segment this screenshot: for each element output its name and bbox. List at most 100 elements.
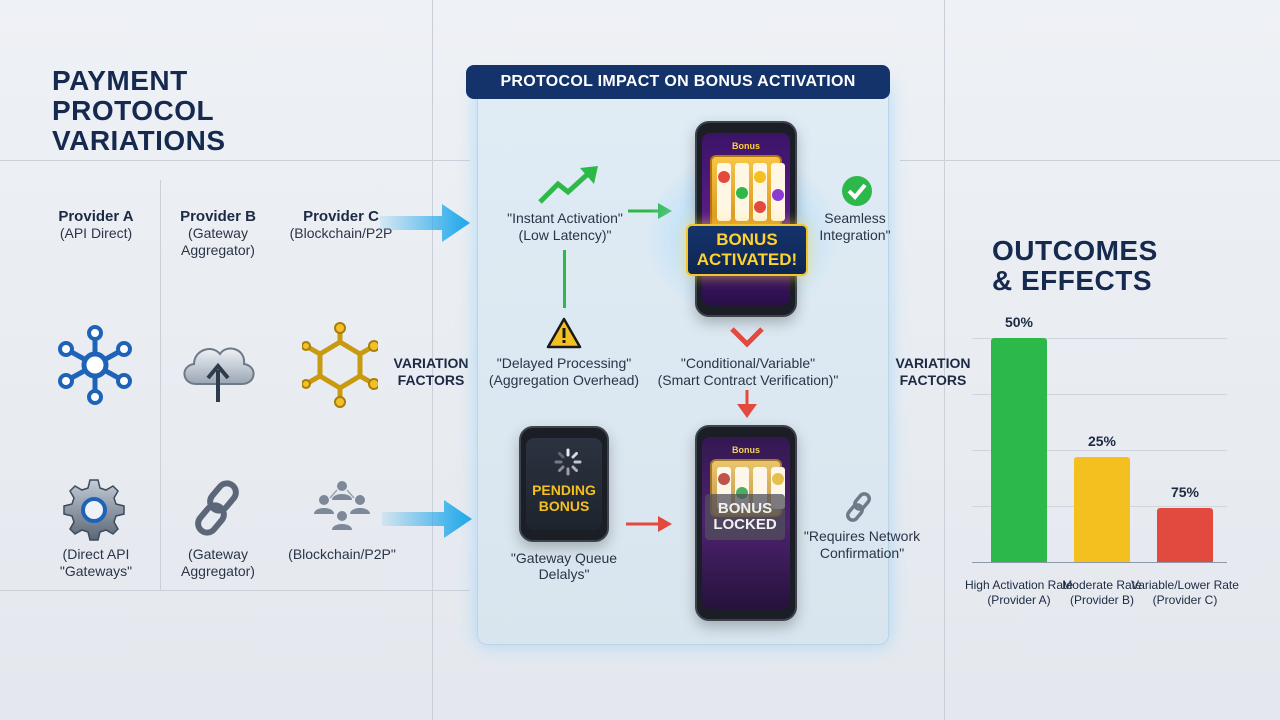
- provider-a-bottom-line-1: (Direct API: [62, 546, 130, 562]
- grid-vertical-right: [944, 0, 945, 720]
- phone-screen-activated: Bonus: [702, 133, 790, 305]
- chart-category-line: Variable/Lower Rate: [1131, 578, 1239, 592]
- bonus-activated-badge: BONUS ACTIVATED!: [686, 224, 808, 276]
- chain-link-icon: [195, 480, 239, 536]
- chart-category-line: (Provider C): [1152, 593, 1218, 607]
- arrow-right-red-icon: [626, 516, 672, 532]
- chart-bar: [991, 338, 1047, 562]
- requires-network-text: "Requires Network Confirmation": [800, 528, 924, 562]
- phone-bonus-activated: Bonus: [695, 121, 797, 317]
- title-line-1: PAYMENT: [52, 65, 188, 96]
- provider-c-name: Provider C: [303, 208, 379, 225]
- arrow-down-red-icon: [737, 390, 757, 418]
- outcomes-line-1: OUTCOMES: [992, 235, 1158, 266]
- seamless-line-1: Seamless: [824, 210, 886, 226]
- loading-spinner-icon: [554, 448, 582, 476]
- provider-c-bottom-label: (Blockchain/P2P": [280, 546, 404, 563]
- bonus-activated-line-2: ACTIVATED!: [696, 250, 798, 269]
- provider-b-name: Provider B: [180, 208, 256, 225]
- provider-b-bottom-line-2: Aggregator): [181, 562, 255, 579]
- gear-icon: [63, 479, 125, 541]
- trend-up-icon: [538, 166, 598, 204]
- chart-category-label: Moderate Rate(Provider B): [1034, 578, 1170, 608]
- provider-b-sub-2: Aggregator): [181, 241, 255, 258]
- provider-c-bottom-line-1: (Blockchain/P2P": [288, 546, 396, 562]
- chart-category-line: Moderate Rate: [1062, 578, 1142, 592]
- conditional-line-1: "Conditional/Variable": [680, 355, 816, 371]
- conditional-variable-text: "Conditional/Variable" (Smart Contract V…: [652, 355, 844, 389]
- requires-network-line-1: "Requires Network: [803, 528, 921, 544]
- provider-b-sub-1: (Gateway: [188, 225, 248, 241]
- peer-users-icon: [314, 481, 370, 530]
- bonus-locked-line-1: BONUS: [717, 499, 773, 517]
- provider-c-label: Provider C (Blockchain/P2P: [282, 208, 400, 242]
- provider-a-name: Provider A: [58, 208, 134, 225]
- slot-marquee-locked: Bonus: [732, 445, 760, 455]
- instant-activation-line-1: "Instant Activation": [507, 210, 623, 226]
- chart-x-axis: [972, 562, 1227, 563]
- title-line-2: PROTOCOL: [52, 95, 215, 127]
- bonus-locked-line-2: LOCKED: [713, 516, 777, 533]
- chart-value-label: 50%: [1004, 314, 1034, 330]
- chart-gridline: [972, 394, 1227, 395]
- cloud-upload-icon: [183, 347, 255, 402]
- phone-pending-bonus: PENDING BONUS: [519, 426, 609, 542]
- bonus-locked-badge: BONUS LOCKED: [705, 494, 785, 540]
- variation-factors-right-line-2: FACTORS: [899, 371, 967, 388]
- page-title: PAYMENT PROTOCOL VARIATIONS: [52, 65, 226, 157]
- chart-gridline: [972, 450, 1227, 451]
- instant-activation-text: "Instant Activation" (Low Latency)": [495, 210, 635, 244]
- provider-b-bottom-line-1: (Gateway: [188, 546, 248, 562]
- title-line-3: VARIATIONS: [52, 125, 226, 157]
- chevron-down-red-icon: [730, 327, 764, 348]
- outcomes-title: OUTCOMES & EFFECTS: [992, 235, 1158, 296]
- slot-machine-activated: [710, 155, 785, 229]
- requires-network-line-2: Confirmation": [819, 544, 905, 561]
- chart-gridline: [972, 338, 1227, 339]
- bonus-activated-line-1: BONUS: [716, 230, 778, 250]
- chart-category-label: Variable/Lower Rate(Provider C): [1117, 578, 1253, 608]
- seamless-line-2: Integration": [819, 226, 891, 243]
- green-connector-line: [563, 250, 566, 308]
- provider-a-label: Provider A (API Direct): [46, 208, 146, 242]
- grid-vertical-left: [432, 0, 433, 720]
- delayed-line-1: "Delayed Processing": [496, 355, 632, 371]
- instant-activation-line-2: (Low Latency)": [518, 226, 612, 243]
- chart-category-line: (Provider B): [1069, 593, 1134, 607]
- arrow-right-icon-bottom: [382, 500, 472, 538]
- network-hub-icon: [58, 325, 132, 405]
- chart-bar: [1157, 508, 1213, 562]
- warning-icon: [546, 317, 582, 349]
- chart-category-line: High Activation Rate: [964, 578, 1074, 592]
- link-icon: [846, 492, 871, 522]
- chart-category-label: High Activation Rate(Provider A): [951, 578, 1087, 608]
- provider-b-label: Provider B (Gateway Aggregator): [168, 208, 268, 259]
- pending-line-2: BONUS: [538, 498, 590, 515]
- chart-value-label: 25%: [1087, 432, 1117, 449]
- pending-line-1: PENDING: [532, 482, 596, 498]
- arrow-right-icon-top: [380, 204, 470, 242]
- variation-factors-left: VARIATION FACTORS: [384, 355, 478, 389]
- provider-c-sub: (Blockchain/P2P: [289, 225, 393, 241]
- variation-factors-left-line-2: FACTORS: [397, 371, 465, 388]
- provider-b-bottom-label: (Gateway Aggregator): [168, 546, 268, 580]
- variation-factors-left-line-1: VARIATION: [393, 355, 469, 371]
- chart-bar: [1074, 456, 1130, 562]
- pending-bonus-label: PENDING BONUS: [526, 482, 602, 514]
- variation-factors-right-line-1: VARIATION: [895, 355, 971, 371]
- grid-vertical-provider-divider: [160, 180, 161, 590]
- provider-a-bottom-line-2: "Gateways": [59, 562, 133, 579]
- slot-marquee-activated: Bonus: [732, 141, 760, 151]
- grid-horizontal-top-right: [900, 160, 1280, 161]
- provider-a-bottom-label: (Direct API "Gateways": [46, 546, 146, 580]
- seamless-integration-text: Seamless Integration": [810, 210, 900, 244]
- delayed-processing-text: "Delayed Processing" (Aggregation Overhe…: [482, 355, 646, 389]
- chart-category-line: (Provider A): [987, 593, 1051, 607]
- gateway-queue-text: "Gateway Queue Delalys": [510, 550, 618, 582]
- conditional-line-2: (Smart Contract Verification)": [657, 371, 839, 388]
- delayed-line-2: (Aggregation Overhead): [488, 371, 640, 388]
- chart-value-label: 75%: [1170, 484, 1200, 501]
- phone-screen-pending: PENDING BONUS: [526, 438, 602, 530]
- provider-a-sub: (API Direct): [59, 225, 133, 241]
- panel-title: PROTOCOL IMPACT ON BONUS ACTIVATION: [466, 65, 890, 99]
